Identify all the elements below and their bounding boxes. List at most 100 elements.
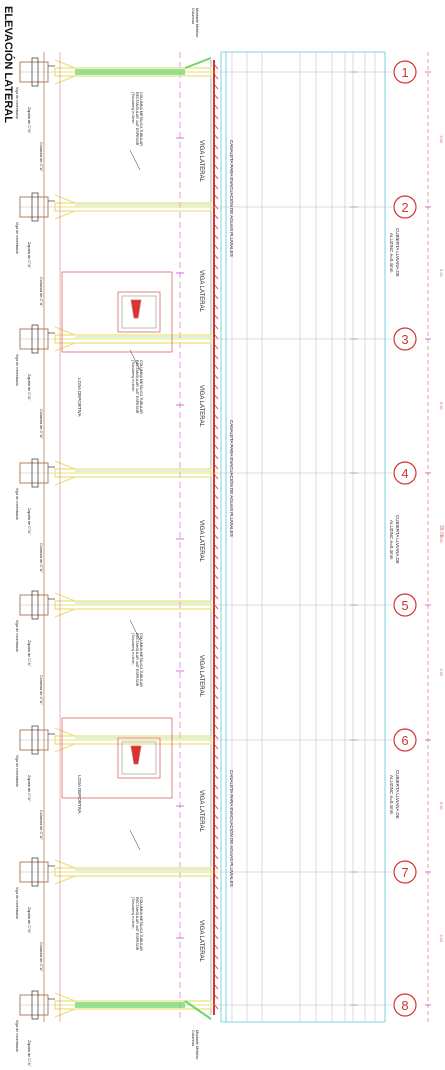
columna-metalica-label: COLUMNA METALICA TUBULAR [139, 92, 143, 146]
green-chord [75, 69, 185, 75]
viga-cimentacion-label: Viga de cimentación [15, 620, 19, 652]
zapata-label: Zapata de C°A° [27, 107, 31, 134]
axis-bubble [393, 461, 417, 485]
beam-tick [213, 383, 219, 390]
columna-label: Columna de C°A° [39, 409, 43, 439]
viga-lateral-label: VIGA LATERAL [198, 270, 204, 313]
beam-tick [213, 783, 219, 790]
montante-label: Montante Metálico [195, 1030, 199, 1059]
beam-tick [213, 503, 219, 510]
beam-tick [213, 493, 219, 500]
beam-tick [213, 523, 219, 530]
beam-tick [213, 583, 219, 590]
beam-tick [213, 673, 219, 680]
columna-metalica-label-2: RECTANGULAR 4x8" ESPESOR [135, 897, 139, 951]
footing [19, 196, 49, 218]
dimension-span-label: 5.00 [439, 935, 444, 944]
beam-tick [213, 663, 219, 670]
zapata-label: Zapata de C°A° [27, 242, 31, 269]
axis-bubble [393, 993, 417, 1017]
viga-cimentacion-label: Viga de cimentación [15, 1020, 19, 1052]
footing [19, 729, 49, 751]
beam-tick [213, 693, 219, 700]
leader [129, 619, 141, 641]
axis-bubble-label: 8 [401, 998, 408, 1013]
beam-tick [213, 753, 219, 760]
viga-cimentacion-label: Viga de cimentación [15, 354, 19, 386]
beam-tick [213, 273, 219, 280]
beam-tick [213, 733, 219, 740]
beam-tick [213, 213, 219, 220]
columna-metalica-label-2: RECTANGULAR 4x8" ESPESOR [135, 360, 139, 414]
dimension-span-label: 5.00 [439, 535, 444, 544]
columna-label: Columna de C°A° [39, 942, 43, 972]
zapata-label: Zapata de C°A° [27, 374, 31, 401]
viga-cimentacion-label: Viga de cimentación [15, 755, 19, 787]
beam-tick [213, 133, 219, 140]
beam-tick [213, 773, 219, 780]
footing-pedestal [31, 458, 39, 488]
beam-tick [213, 993, 219, 1000]
beam-tick [213, 933, 219, 940]
beam-tick [213, 473, 219, 480]
green-brace [184, 57, 212, 69]
beam-tick [213, 543, 219, 550]
column-base-flare [54, 59, 76, 85]
beam-tick [213, 143, 219, 150]
beam-tick [213, 73, 219, 80]
columna-label: Columna de C°A° [39, 543, 43, 573]
dimension-total-label: 36.00 [438, 525, 444, 538]
viga-lateral-label: VIGA LATERAL [198, 520, 204, 563]
beam-tick [213, 343, 219, 350]
footing-pedestal [31, 57, 39, 87]
footing [19, 594, 49, 616]
beam-tick [213, 823, 219, 830]
beam-tick [213, 983, 219, 990]
columna-metalica-label-3: (Tubulares) e=4mm [131, 92, 135, 123]
beam-tick [213, 233, 219, 240]
columna-metalica-label-3: (Tubulares) e=4mm [131, 897, 135, 928]
beam-tick [213, 803, 219, 810]
drawing-labels: CANALETA PARA EVACUACIÓN DE AGUAS PLUVIA… [15, 8, 444, 1067]
beam-tick [213, 163, 219, 170]
beam-tick [213, 613, 219, 620]
column-base-flare [54, 992, 76, 1018]
columna-metalica-label-3: (Tubulares) e=4mm [131, 360, 135, 391]
montante-label-2: Columnas [191, 8, 195, 24]
beam-tick [213, 433, 219, 440]
beam-tick [213, 813, 219, 820]
beam-tick [213, 833, 219, 840]
losa-label: LOSA DEPORTIVA [77, 378, 82, 417]
leader [129, 149, 141, 171]
canaleta-label: CANALETA PARA EVACUACIÓN DE AGUAS PLUVIA… [229, 420, 235, 537]
columna-label: Columna de C°A° [39, 142, 43, 172]
beam-tick [213, 93, 219, 100]
beam-tick [213, 553, 219, 560]
dimension-span-label: 5.00 [439, 669, 444, 678]
beam-tick [213, 63, 219, 70]
losa-label: LOSA DEPORTIVA [77, 775, 82, 814]
canaleta-label: CANALETA PARA EVACUACIÓN DE AGUAS PLUVIA… [229, 140, 235, 257]
beam-tick [213, 333, 219, 340]
beam-tick [213, 293, 219, 300]
beam-tick [213, 893, 219, 900]
viga-cimentacion-label: Viga de cimentación [15, 887, 19, 919]
axis-bubble [393, 728, 417, 752]
beam-diagonals [213, 63, 219, 1010]
footing-pedestal [31, 192, 39, 222]
beam-tick [213, 853, 219, 860]
beam-tick [213, 943, 219, 950]
beam-tick [213, 203, 219, 210]
footing-pedestal [31, 857, 39, 887]
beam-tick [213, 703, 219, 710]
cubierta-label: CUBIERTA LLVIANA DE [395, 770, 400, 819]
columna-metalica-label-2: RECTANGULAR 4x8" ESPESOR [135, 633, 139, 687]
axis-bubble-label: 2 [401, 200, 408, 215]
beam-tick [213, 923, 219, 930]
column-base-flare [54, 326, 76, 352]
beam-tick [213, 323, 219, 330]
footing [19, 61, 49, 83]
beam-tick [213, 533, 219, 540]
viga-lateral-label: VIGA LATERAL [198, 655, 204, 698]
